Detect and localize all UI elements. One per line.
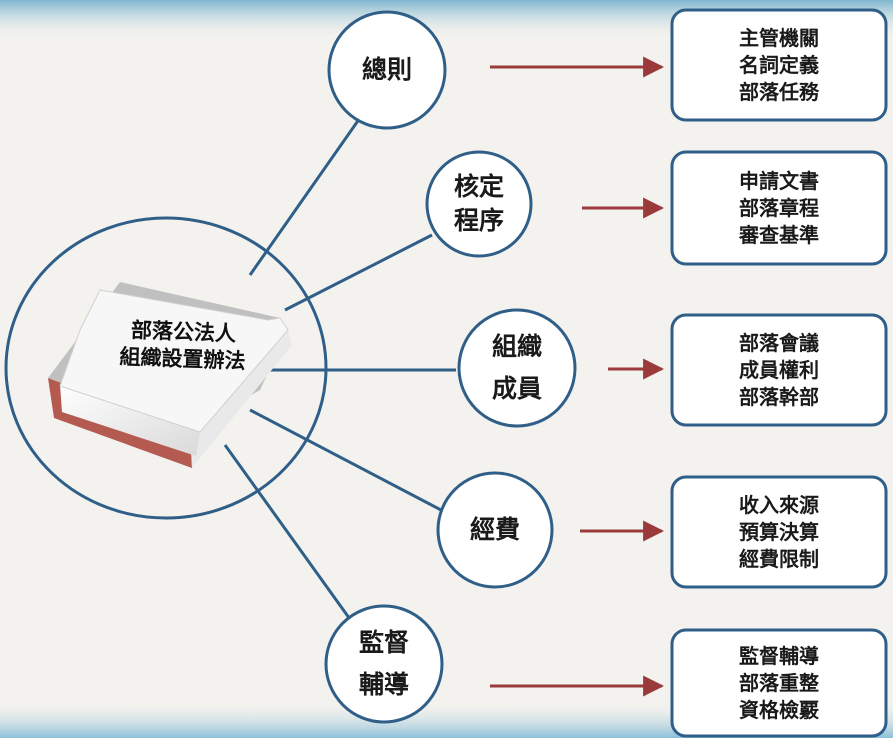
- topic-circle-general: [327, 10, 447, 130]
- arrows: [490, 56, 665, 697]
- connector-lines: [223, 114, 456, 623]
- connector-line: [249, 408, 442, 512]
- topic-circle-funding: [436, 471, 554, 589]
- item-box-general: [670, 8, 888, 122]
- topic-circle-supervision: [324, 604, 444, 724]
- connector-line: [248, 114, 364, 276]
- item-box-approval: [670, 150, 888, 266]
- topic-circle-organization: [457, 308, 577, 428]
- item-box-supervision: [670, 628, 888, 738]
- item-boxes: [670, 8, 888, 738]
- center-circle: [4, 216, 328, 520]
- item-box-organization: [670, 313, 888, 427]
- topic-circle-approval: [425, 150, 533, 258]
- connector-line: [223, 444, 354, 623]
- topic-circles: [324, 10, 577, 724]
- connector-line: [284, 233, 433, 312]
- item-box-funding: [670, 475, 888, 589]
- book-icon: [48, 282, 292, 468]
